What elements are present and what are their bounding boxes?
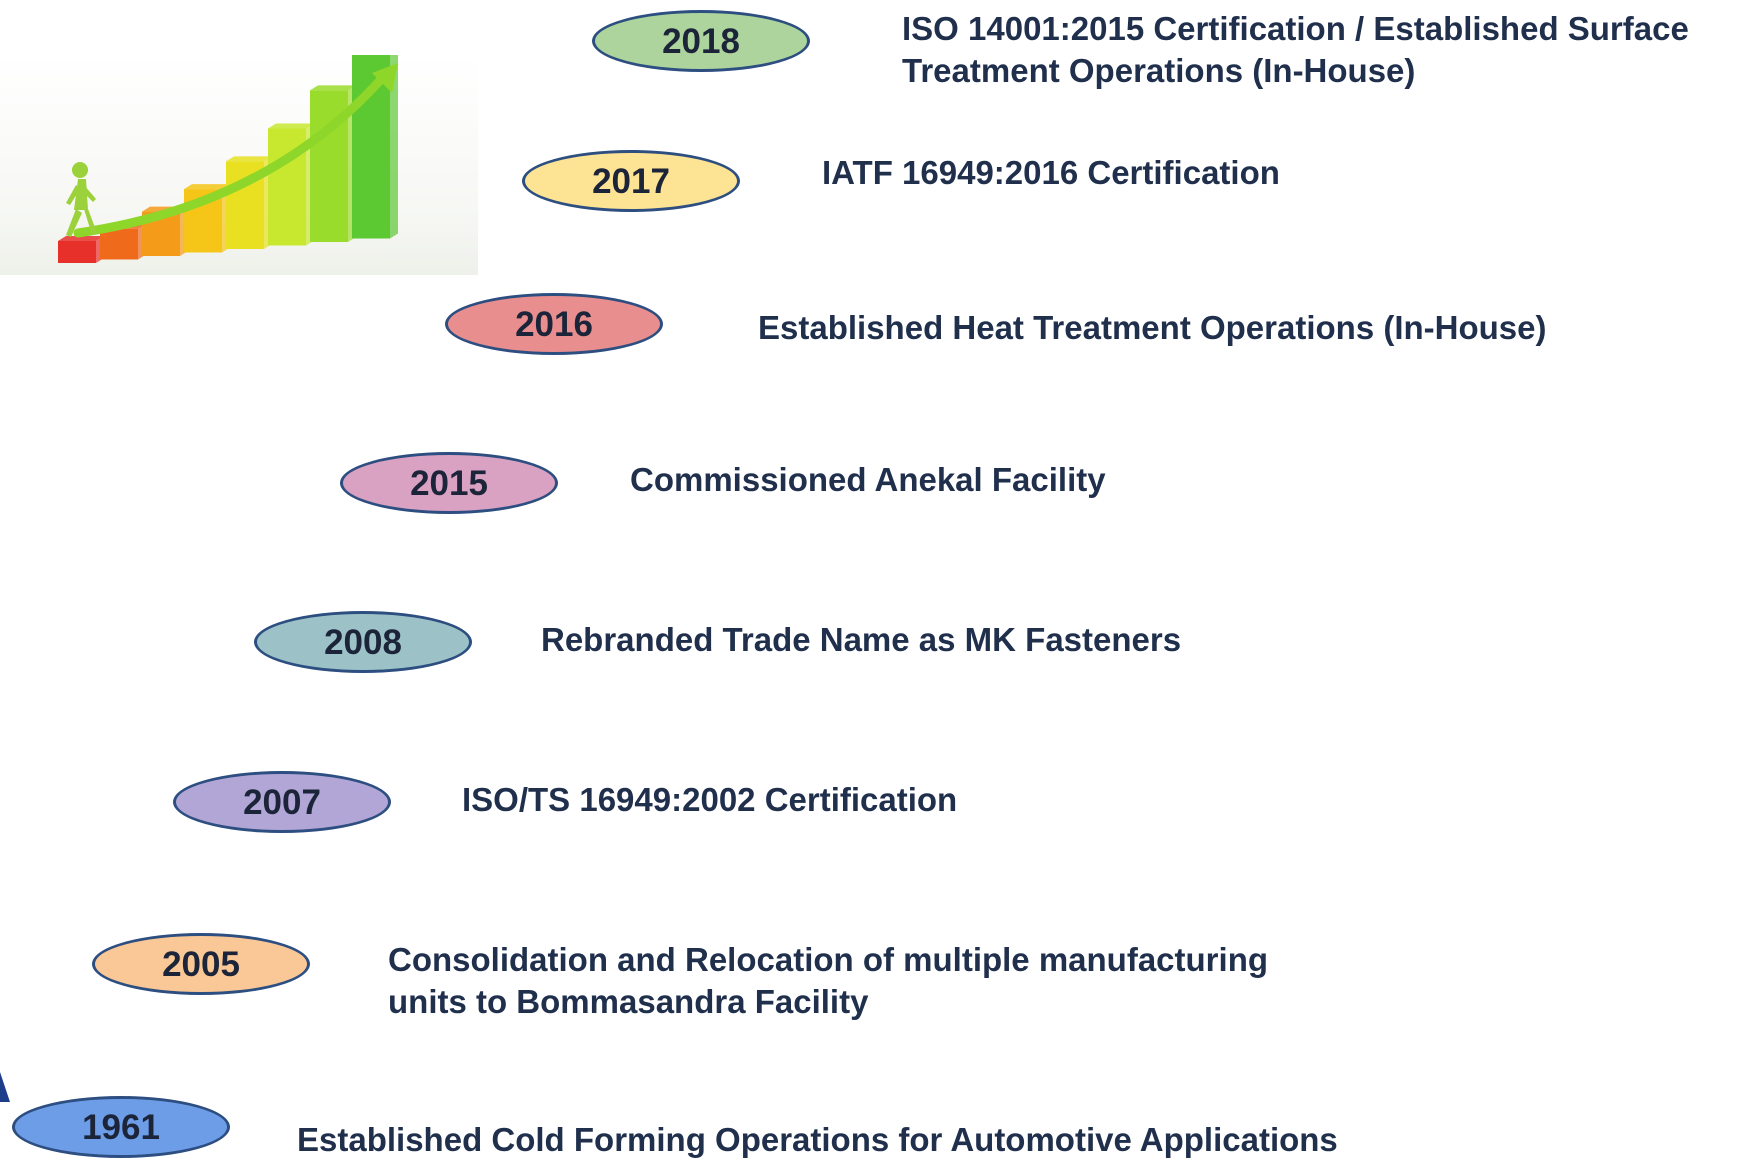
year-label: 2018: [662, 21, 740, 61]
milestone-2005: 2005 Consolidation and Relocation of mul…: [0, 0, 1753, 1020]
description-line: units to Bommasandra Facility: [388, 983, 869, 1020]
description-line: ISO/TS 16949:2002 Certification: [462, 781, 958, 818]
growth-illustration: [0, 42, 478, 275]
year-pill: 2017: [522, 150, 740, 212]
year-pill: 2008: [254, 611, 472, 673]
description-line: Commissioned Anekal Facility: [630, 461, 1106, 498]
milestone-description: Consolidation and Relocation of multiple…: [388, 939, 1268, 1023]
description-line: Rebranded Trade Name as MK Fasteners: [541, 621, 1182, 658]
milestone-description: ISO/TS 16949:2002 Certification: [462, 779, 957, 821]
year-pill: 2016: [445, 293, 663, 355]
bar-top: [310, 85, 356, 91]
year-pill: 2015: [340, 452, 558, 514]
milestone-2008: 2008 Rebranded Trade Name as MK Fastener…: [0, 0, 1753, 673]
description-line: IATF 16949:2016 Certification: [822, 154, 1280, 191]
year-pill: 2018: [592, 10, 810, 72]
bar-top: [226, 156, 272, 162]
growth-arrow-head: [372, 63, 398, 93]
milestone-2007: 2007 ISO/TS 16949:2002 Certification: [0, 0, 1753, 833]
edge-triangle-icon: [0, 1072, 10, 1102]
milestone-description: IATF 16949:2016 Certification: [822, 152, 1280, 194]
bar-top: [58, 236, 104, 241]
year-label: 2017: [592, 161, 670, 201]
growth-chart-icon: [0, 42, 478, 275]
year-label: 2008: [324, 622, 402, 662]
year-pill: 1961: [12, 1096, 230, 1158]
year-label: 2007: [243, 782, 321, 822]
growth-arrow: [73, 70, 390, 238]
year-label: 2005: [162, 944, 240, 984]
description-line: Established Heat Treatment Operations (I…: [758, 309, 1547, 346]
description-line: ISO 14001:2015 Certification / Establish…: [902, 10, 1689, 47]
year-label: 2016: [515, 304, 593, 344]
year-label: 1961: [82, 1107, 160, 1147]
milestone-2018: 2018 ISO 14001:2015 Certification / Esta…: [0, 0, 1753, 100]
milestone-2017: 2017 IATF 16949:2016 Certification: [0, 0, 1753, 212]
growth-bar: [58, 241, 96, 263]
milestone-2015: 2015 Commissioned Anekal Facility: [0, 0, 1753, 514]
bar-top: [184, 184, 230, 190]
year-pill: 2007: [173, 771, 391, 833]
year-pill: 2005: [92, 933, 310, 995]
milestone-description: Established Heat Treatment Operations (I…: [758, 307, 1547, 349]
description-line: Treatment Operations (In-House): [902, 52, 1416, 89]
growth-bar: [100, 228, 138, 260]
milestone-description: Established Cold Forming Operations for …: [297, 1119, 1338, 1161]
milestone-description: ISO 14001:2015 Certification / Establish…: [902, 8, 1689, 92]
milestone-description: Rebranded Trade Name as MK Fasteners: [541, 619, 1181, 661]
year-label: 2015: [410, 463, 488, 503]
walking-person-icon: [66, 162, 97, 237]
bar-top: [268, 123, 314, 129]
milestone-description: Commissioned Anekal Facility: [630, 459, 1106, 501]
milestone-2016: 2016 Established Heat Treatment Operatio…: [0, 0, 1753, 355]
description-line: Established Cold Forming Operations for …: [297, 1121, 1338, 1158]
description-line: Consolidation and Relocation of multiple…: [388, 941, 1269, 978]
